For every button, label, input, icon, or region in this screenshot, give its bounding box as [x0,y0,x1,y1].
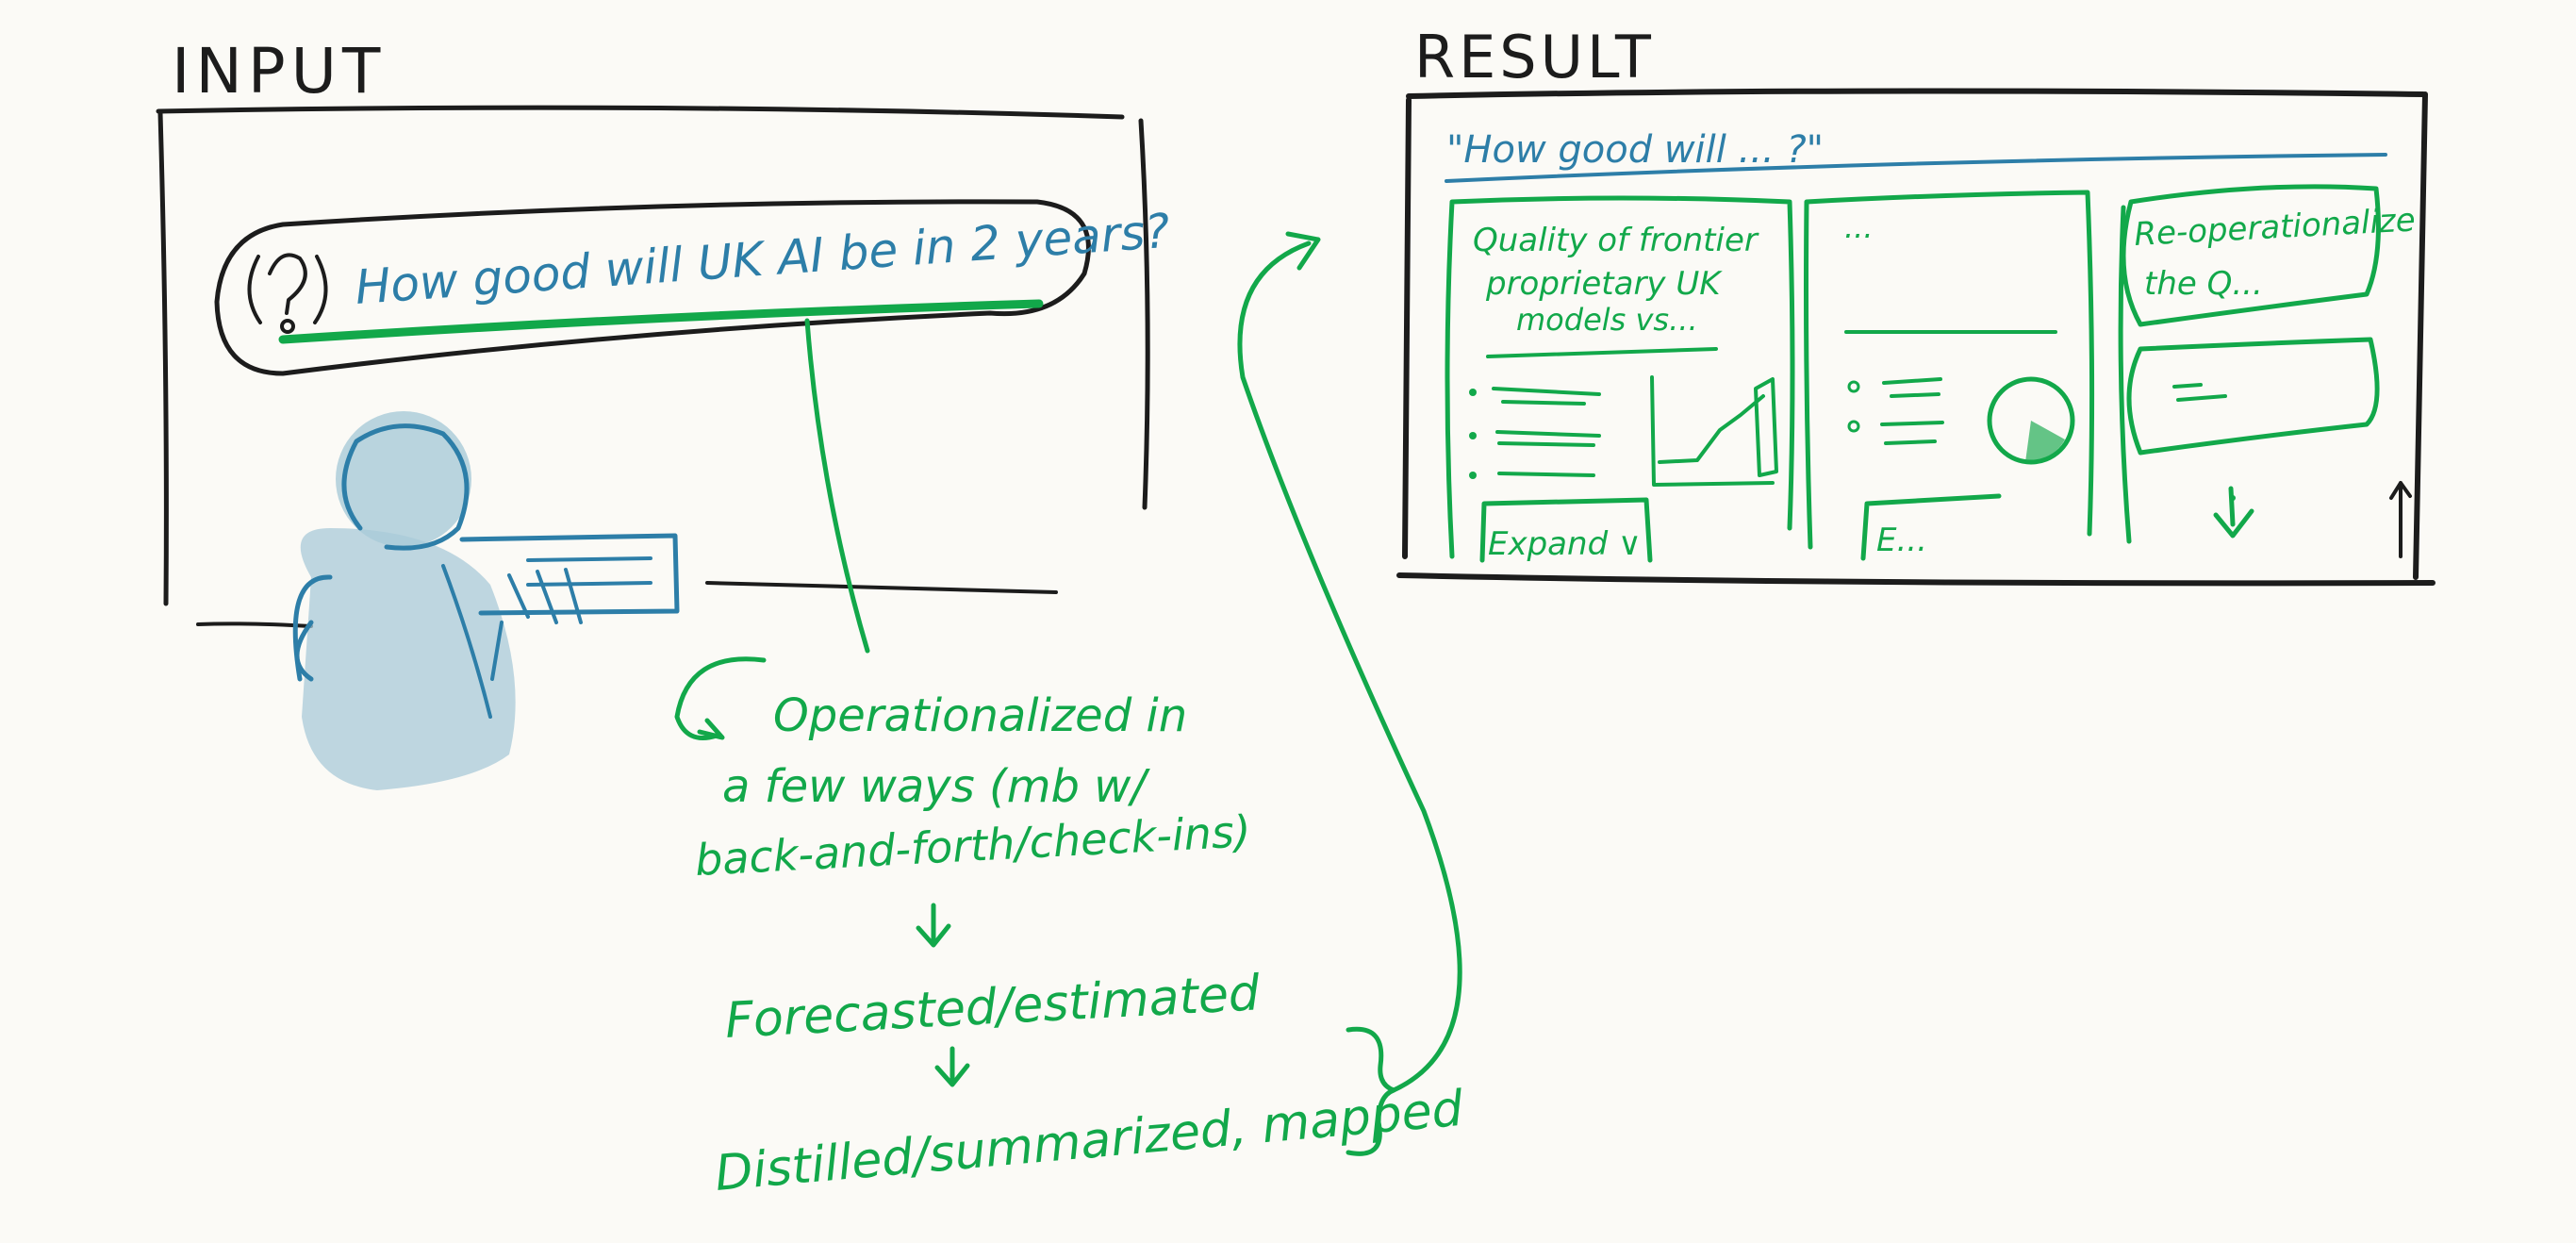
step3-text: Distilled/summarized, mapped [713,1081,1466,1202]
question-search-bar[interactable]: How good will UK AI be in 2 years? [214,199,1172,376]
question-mark-icon [247,253,328,334]
input-frame [156,105,1150,628]
question-text: How good will UK AI be in 2 years? [354,204,1172,315]
result-card-2[interactable]: ... E... [1804,190,2095,561]
step1-line1: Operationalized in [773,689,1187,742]
scroll-down-icon[interactable] [2213,486,2254,539]
input-heading: INPUT [172,35,386,108]
line-chart-icon [1650,375,1778,487]
card3-title-line2: the Q... [2144,265,2263,303]
card1-title-line1: Quality of frontier [1473,222,1759,259]
result-heading: RESULT [1414,23,1655,91]
card2-title-line1: ... [1844,209,1874,245]
result-card-1[interactable]: Quality of frontier proprietary UK model… [1445,195,1795,563]
result-query-text: "How good will ... ?" [1446,128,1824,172]
connector-line [804,318,870,654]
arrow-down-icon [934,1046,970,1087]
step1-line2: a few ways (mb w/ [722,760,1150,813]
expand-button-2-label: E... [1876,522,1927,559]
card3-title-line1: Re-operationalize [2133,201,2416,254]
bullet-list-icon [1469,387,1601,479]
step1-line3: back-and-forth/check-ins) [694,805,1252,886]
expand-button[interactable]: Expand ∨ [1479,497,1653,563]
bullet-list-icon [1847,377,1944,445]
result-card-3[interactable]: Re-operationalize the Q... [2118,184,2417,544]
reoperationalize-box[interactable] [2126,337,2380,456]
card1-title-line3: models vs... [1516,302,1698,338]
arrow-down-icon [916,903,951,948]
card1-title-line2: proprietary UK [1485,265,1723,303]
keyboard-icon [459,533,680,681]
person-figure [292,411,516,790]
expand-button-2[interactable]: E... [1860,493,2002,561]
pie-chart-icon [1987,376,2075,465]
expand-button-label: Expand ∨ [1488,525,1642,563]
result-query-bar: "How good will ... ?" [1445,128,2387,183]
curved-arrow [1237,231,1462,1093]
step2-text: Forecasted/estimated [724,965,1263,1050]
result-frame [1396,88,2436,587]
process-steps: Operationalized in a few ways (mb w/ bac… [674,656,1466,1202]
